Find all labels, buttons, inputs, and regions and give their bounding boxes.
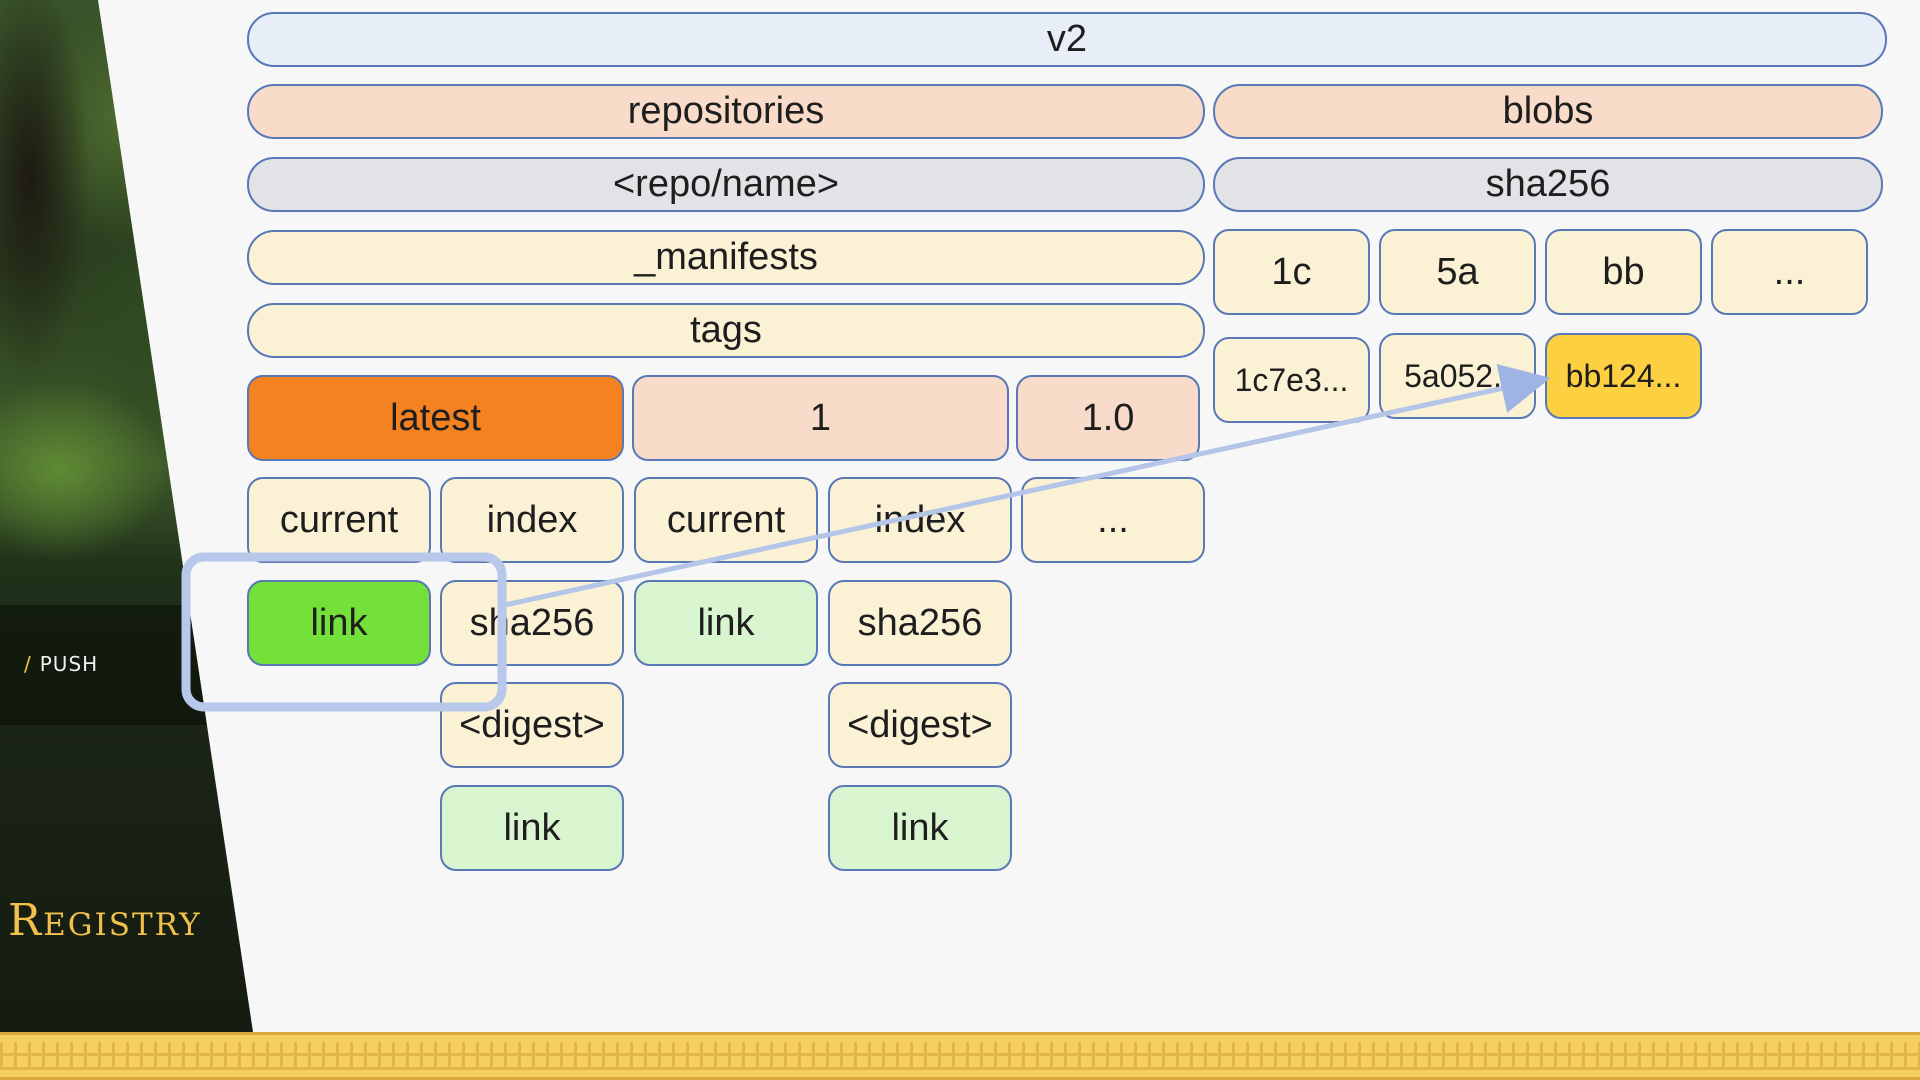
- border-top-edge: [0, 1032, 1920, 1035]
- node-prefix-1c: 1c: [1213, 229, 1370, 315]
- node-link-2: link: [634, 580, 818, 666]
- node-digest-link-2: link: [828, 785, 1012, 871]
- node-index-sha256-2: sha256: [828, 580, 1012, 666]
- node-current: current: [247, 477, 431, 563]
- greek-key-border: [0, 1032, 1920, 1080]
- node-link-highlighted: link: [247, 580, 431, 666]
- section-name: PUSH: [39, 652, 99, 676]
- border-bottom-edge: [0, 1077, 1920, 1080]
- section-slash: /: [24, 652, 32, 676]
- node-prefix-5a: 5a: [1379, 229, 1536, 315]
- node-more-tags: ...: [1021, 477, 1205, 563]
- node-blobs: blobs: [1213, 84, 1883, 139]
- node-blob-5a052: 5a052..: [1379, 333, 1536, 419]
- node-blob-1c7e3: 1c7e3...: [1213, 337, 1370, 423]
- node-tag-1: 1: [632, 375, 1009, 461]
- node-index-2: index: [828, 477, 1012, 563]
- node-repo-name: <repo/name>: [247, 157, 1205, 212]
- node-tags: tags: [247, 303, 1205, 358]
- jungle-sidebar-image: [0, 0, 253, 1032]
- node-blob-sha256: sha256: [1213, 157, 1883, 212]
- node-tag-1-0: 1.0: [1016, 375, 1200, 461]
- node-index: index: [440, 477, 624, 563]
- section-label: / PUSH: [24, 652, 98, 676]
- node-digest: <digest>: [440, 682, 624, 768]
- node-digest-2: <digest>: [828, 682, 1012, 768]
- node-tag-latest: latest: [247, 375, 624, 461]
- node-current-2: current: [634, 477, 818, 563]
- node-repositories: repositories: [247, 84, 1205, 139]
- node-blob-bb124: bb124...: [1545, 333, 1702, 419]
- node-prefix-more: ...: [1711, 229, 1868, 315]
- greek-key-pattern: [0, 1042, 1920, 1070]
- node-index-sha256: sha256: [440, 580, 624, 666]
- node-manifests: _manifests: [247, 230, 1205, 285]
- node-prefix-bb: bb: [1545, 229, 1702, 315]
- node-v2: v2: [247, 12, 1887, 67]
- node-digest-link: link: [440, 785, 624, 871]
- slide-title: Registry: [8, 895, 202, 946]
